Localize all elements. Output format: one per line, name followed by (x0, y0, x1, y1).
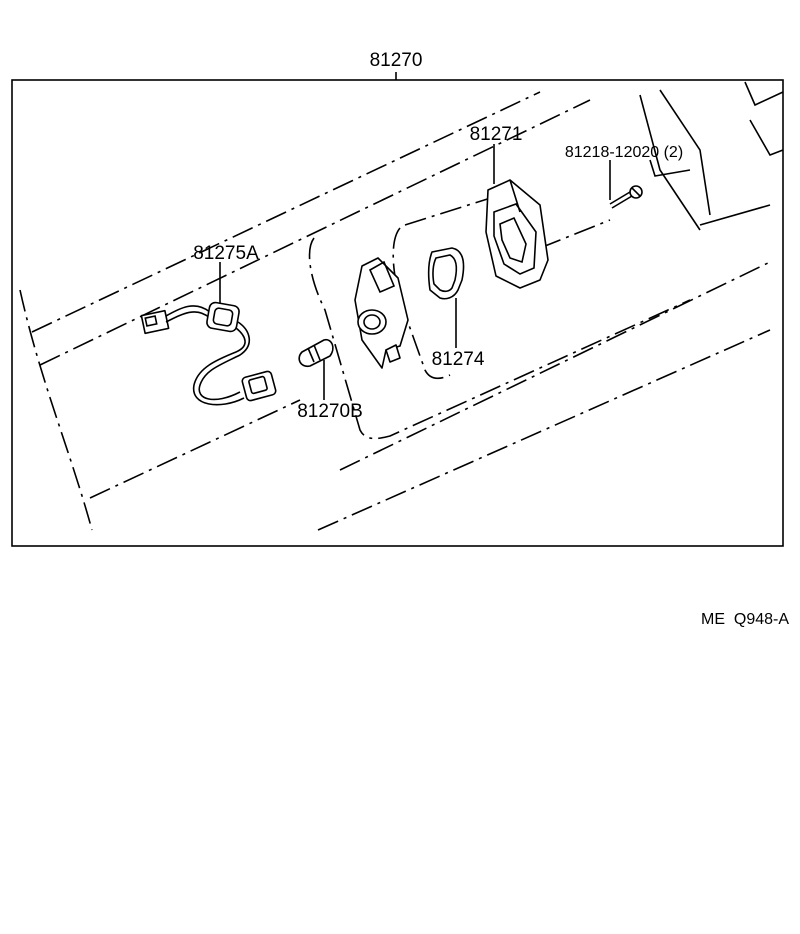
gasket (427, 247, 465, 300)
lamp-recess-top (404, 194, 501, 226)
body-panel-outline (19, 81, 784, 531)
assembly-label: 81270 (370, 50, 423, 71)
lamp-recess-outline (308, 237, 691, 440)
screw-label: 81218-12020 (2) (565, 144, 683, 161)
lamp-lens (485, 179, 549, 289)
screw (609, 185, 643, 209)
lens-label: 81271 (470, 124, 523, 145)
wire-harness (140, 301, 277, 406)
leader-lines (219, 144, 611, 400)
wire-harness-label: 81275A (193, 243, 259, 264)
gasket-label: 81274 (432, 349, 485, 370)
screw-axis (539, 219, 611, 249)
bulb (298, 338, 334, 368)
bulb-label: 81270B (297, 401, 363, 422)
lamp-recess-inner (392, 227, 451, 380)
lamp-housing (354, 257, 409, 369)
reference-code: ME Q948-A (701, 611, 789, 628)
diagram-frame (11, 79, 784, 547)
